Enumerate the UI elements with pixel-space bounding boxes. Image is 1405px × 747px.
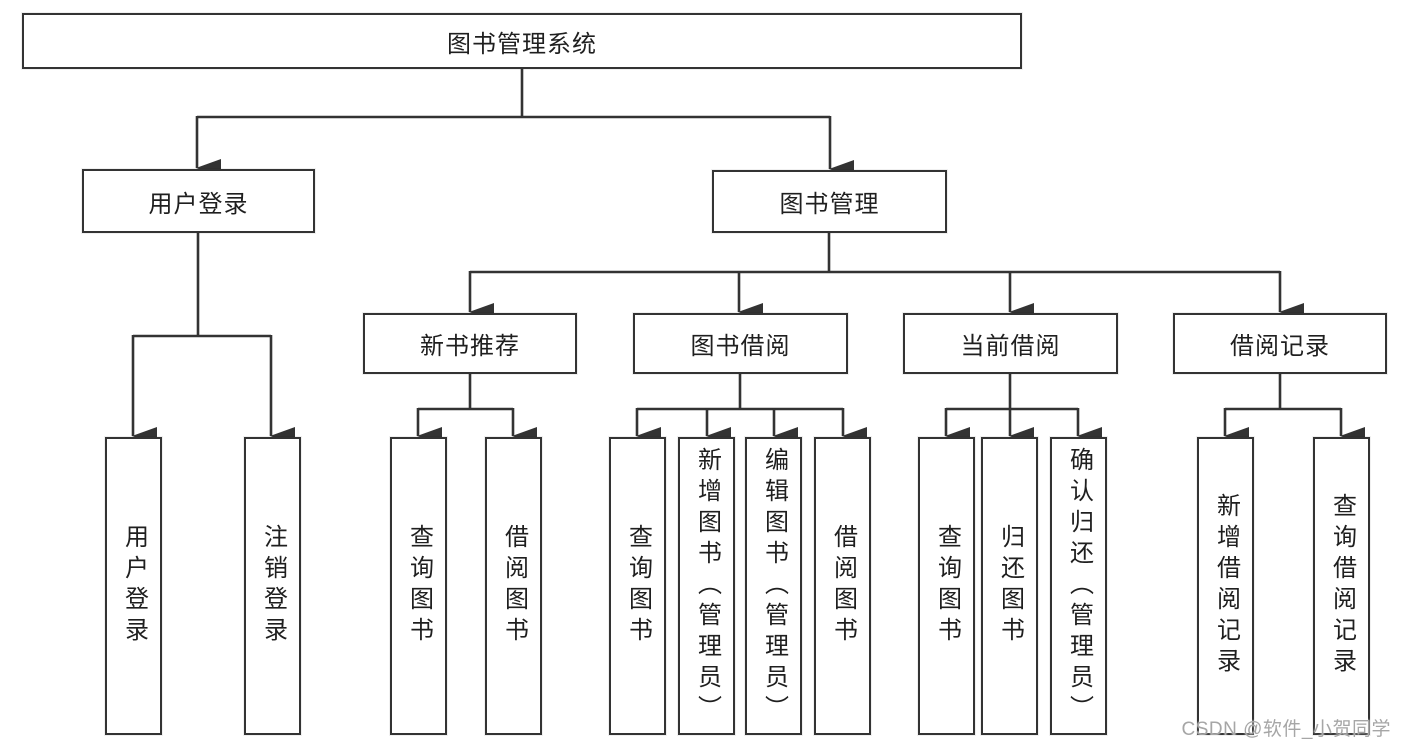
node-library-management-system: 图书管理系统 <box>22 13 1022 69</box>
node-user-login: 用户登录 <box>82 169 315 233</box>
leaf-label: 借阅图书 <box>500 524 528 648</box>
csdn-watermark: CSDN @软件_小贺同学 <box>1181 719 1391 740</box>
node-borrowing-records: 借阅记录 <box>1173 313 1387 374</box>
leaf-user-login: 用户登录 <box>105 437 162 735</box>
leaf-edit-books-admin: 编辑图书（管理员） <box>745 437 802 735</box>
leaf-label: 查询图书 <box>405 524 433 648</box>
leaf-label: 借阅图书 <box>829 524 857 648</box>
node-label: 用户登录 <box>148 190 249 218</box>
leaf-label: 归还图书 <box>996 524 1024 648</box>
leaf-borrow-books-recommend: 借阅图书 <box>485 437 542 735</box>
leaf-label: 查询图书 <box>933 524 961 648</box>
leaf-label: 新增图书（管理员） <box>693 446 721 726</box>
leaf-return-books: 归还图书 <box>981 437 1038 735</box>
leaf-query-books-borrow: 查询图书 <box>609 437 666 735</box>
leaf-add-books-admin: 新增图书（管理员） <box>678 437 735 735</box>
leaf-label: 确认归还（管理员） <box>1065 446 1093 726</box>
leaf-label: 编辑图书（管理员） <box>760 446 788 726</box>
leaf-confirm-return-admin: 确认归还（管理员） <box>1050 437 1107 735</box>
leaf-label: 查询借阅记录 <box>1328 493 1356 679</box>
node-label: 图书管理 <box>779 191 880 218</box>
node-book-borrowing: 图书借阅 <box>633 313 848 374</box>
leaf-label: 新增借阅记录 <box>1212 493 1240 679</box>
leaf-borrow-books: 借阅图书 <box>814 437 871 735</box>
node-book-management: 图书管理 <box>712 170 947 233</box>
node-current-borrowing: 当前借阅 <box>903 313 1118 374</box>
leaf-query-books-current: 查询图书 <box>918 437 975 735</box>
leaf-query-books-recommend: 查询图书 <box>390 437 447 735</box>
leaf-label: 用户登录 <box>120 524 148 648</box>
node-new-book-recommendation: 新书推荐 <box>363 313 577 374</box>
node-label: 当前借阅 <box>960 333 1061 360</box>
leaf-label: 注销登录 <box>259 524 287 648</box>
leaf-label: 查询图书 <box>624 524 652 648</box>
leaf-query-borrow-record: 查询借阅记录 <box>1313 437 1370 735</box>
leaf-logout: 注销登录 <box>244 437 301 735</box>
node-label: 借阅记录 <box>1230 333 1330 360</box>
leaf-add-borrow-record: 新增借阅记录 <box>1197 437 1254 735</box>
node-label: 图书借阅 <box>690 333 791 360</box>
node-label: 新书推荐 <box>420 333 520 360</box>
node-label: 图书管理系统 <box>447 30 597 58</box>
